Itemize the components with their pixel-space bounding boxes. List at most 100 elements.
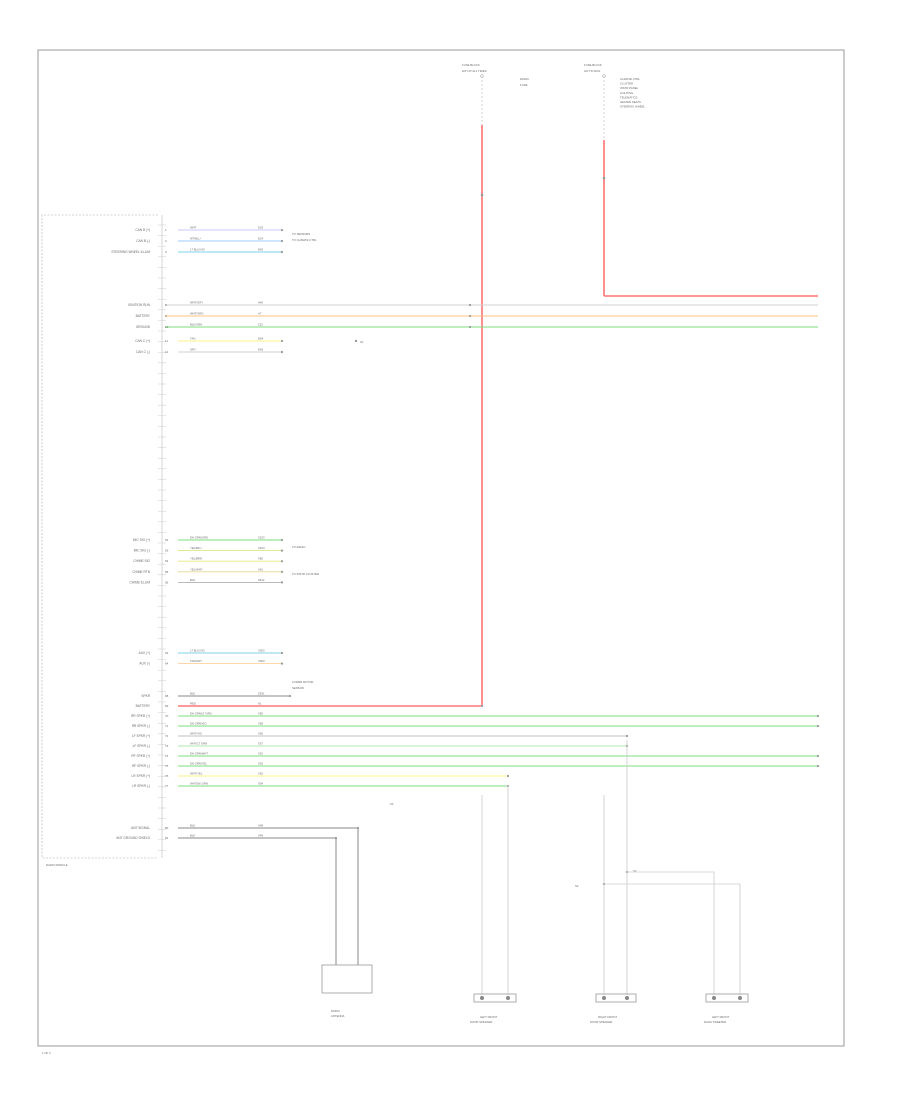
wire-end [625, 734, 629, 738]
fuse-b-note: STEERING WHEEL [620, 105, 645, 109]
note-sensor: SENSOR [292, 686, 304, 690]
pin-label: STEERING WHEEL ILLUM [111, 250, 150, 254]
pin-number: 64 [165, 662, 169, 666]
pin-label: LR SPKR (+) [131, 774, 150, 778]
wire-color: WT/BLU [190, 237, 201, 241]
circuit-id: X53 [258, 762, 263, 766]
lf-dash-tweeter-name: LEFT FRONT [712, 1015, 729, 1019]
fuse-b-header: FUSE BLOCK [584, 63, 602, 67]
pin-number: 71 [165, 724, 169, 728]
pin-label: CHIME RTN [132, 570, 150, 574]
wire-color: WHT/VIO [190, 732, 203, 736]
fuse-b-note: CLUSTER [620, 82, 633, 86]
wire-end [468, 325, 472, 329]
rf-door-speaker-sub: DOOR SPEAKER [590, 1020, 612, 1024]
pin-label: CAN C (+) [135, 339, 150, 343]
circuit-id: D25 [258, 226, 264, 230]
wire-end [280, 651, 284, 655]
wire-end [280, 581, 284, 584]
wire-end [280, 239, 284, 243]
circuit-id: D24 [258, 237, 264, 241]
wire-color: BLK [190, 824, 195, 828]
circuit-id: Z931 [258, 692, 265, 696]
pin-label: CAN C (-) [136, 350, 150, 354]
pin-number: 9 [165, 314, 167, 318]
pin-label: LF SPKR (+) [132, 734, 150, 738]
wire-end [280, 549, 284, 552]
circuit-id: X303 [258, 649, 265, 653]
note-cluster: TO INSTR CLUSTER [292, 572, 319, 576]
pin-number: 2 [165, 239, 167, 243]
wire-end [480, 704, 484, 708]
wire-end [280, 339, 284, 343]
pin-number: 80 [165, 826, 169, 830]
wire-color: TAN [190, 337, 195, 341]
pin-number: 77 [165, 784, 169, 788]
wire-color: YEL/BRN [190, 557, 202, 561]
pin-label: IGNITION RUN [128, 303, 151, 307]
wire-end [288, 694, 292, 698]
pin-number: 74 [165, 754, 169, 758]
fuse-b-note: CLIMATE CTRL [620, 77, 640, 81]
pin-number: 53 [165, 549, 169, 553]
fuse-b-sub: HOT IN RUN [584, 69, 600, 73]
pin-number: 73 [165, 744, 169, 748]
note-climate: TO CLIMATE CTRL [292, 238, 317, 242]
pin-number: 56 [165, 580, 169, 584]
pin-number: 69 [165, 704, 169, 708]
fuse-b-note: HEATED SEATS [620, 100, 641, 104]
circuit-id: X154 [258, 546, 265, 550]
pin-label: RF SPKR (+) [131, 754, 150, 758]
wire-color: BLK [190, 578, 195, 582]
circuit-id: X58 [258, 722, 263, 726]
pin-label: RF SPKR (-) [132, 764, 150, 768]
wire-color: TAN/GRY [190, 659, 202, 663]
circuit-id: X48 [258, 824, 263, 828]
wire-end [816, 724, 820, 728]
connector-s1: S1 [360, 340, 364, 344]
pin-label: CAN B (-) [136, 239, 150, 243]
radio-module: RADIO MODULE [41, 214, 163, 867]
component-radio-antenna: RADIO ANTENNA [321, 964, 373, 1018]
wire-color: WHT/DK GRN [190, 782, 208, 786]
pin-ticks [158, 224, 166, 851]
connector-s3: S3 [633, 869, 637, 873]
circuit-id: X51 [258, 752, 263, 756]
wire-end [280, 570, 284, 573]
wire-color: YEL/BLU [190, 546, 202, 550]
pin-label: MIC SIG (-) [134, 549, 150, 553]
wire-end [280, 250, 284, 254]
wire-end [280, 228, 284, 232]
wire-end [280, 560, 284, 563]
pin-label: AUX (-) [139, 662, 150, 666]
wire-color: BLK [190, 834, 195, 838]
component-lf-dash-tweeter: LEFT FRONT DASH TWEETER [704, 993, 749, 1024]
note-sensors: TO SENSORS [292, 232, 310, 236]
vertical-drops [335, 740, 741, 995]
pin-number: 12 [165, 350, 169, 354]
wire-end [280, 538, 284, 542]
pin-number: 1 [165, 228, 167, 232]
note-radio: TO RADIO [292, 545, 306, 549]
wire-end [280, 662, 284, 665]
wire-color: RED [190, 702, 196, 706]
circuit-id: D65 [258, 348, 264, 352]
pin-label: AUX (+) [139, 651, 150, 655]
circuit-id: A46 [258, 301, 263, 305]
fuse-b-note: INSTR PANEL [620, 86, 639, 90]
wire-end [468, 303, 472, 307]
wire-end [816, 754, 820, 758]
wire-color: WHT/GRY [190, 301, 203, 305]
diagram-frame [37, 49, 845, 1047]
connector-s2: S2 [575, 884, 579, 888]
pin-number: 11 [165, 339, 168, 343]
fuse-a-sub: HOT AT ALL TIMES [462, 69, 487, 73]
circuit-id: A7 [258, 312, 262, 316]
pin-number: 10 [165, 325, 169, 329]
fuse-b-note: LIGHTING [620, 91, 633, 95]
circuit-id: X54 [258, 782, 263, 786]
wire-color: WHT/ORG [190, 312, 204, 316]
wire-color: DK GRN/VIO [190, 722, 207, 726]
